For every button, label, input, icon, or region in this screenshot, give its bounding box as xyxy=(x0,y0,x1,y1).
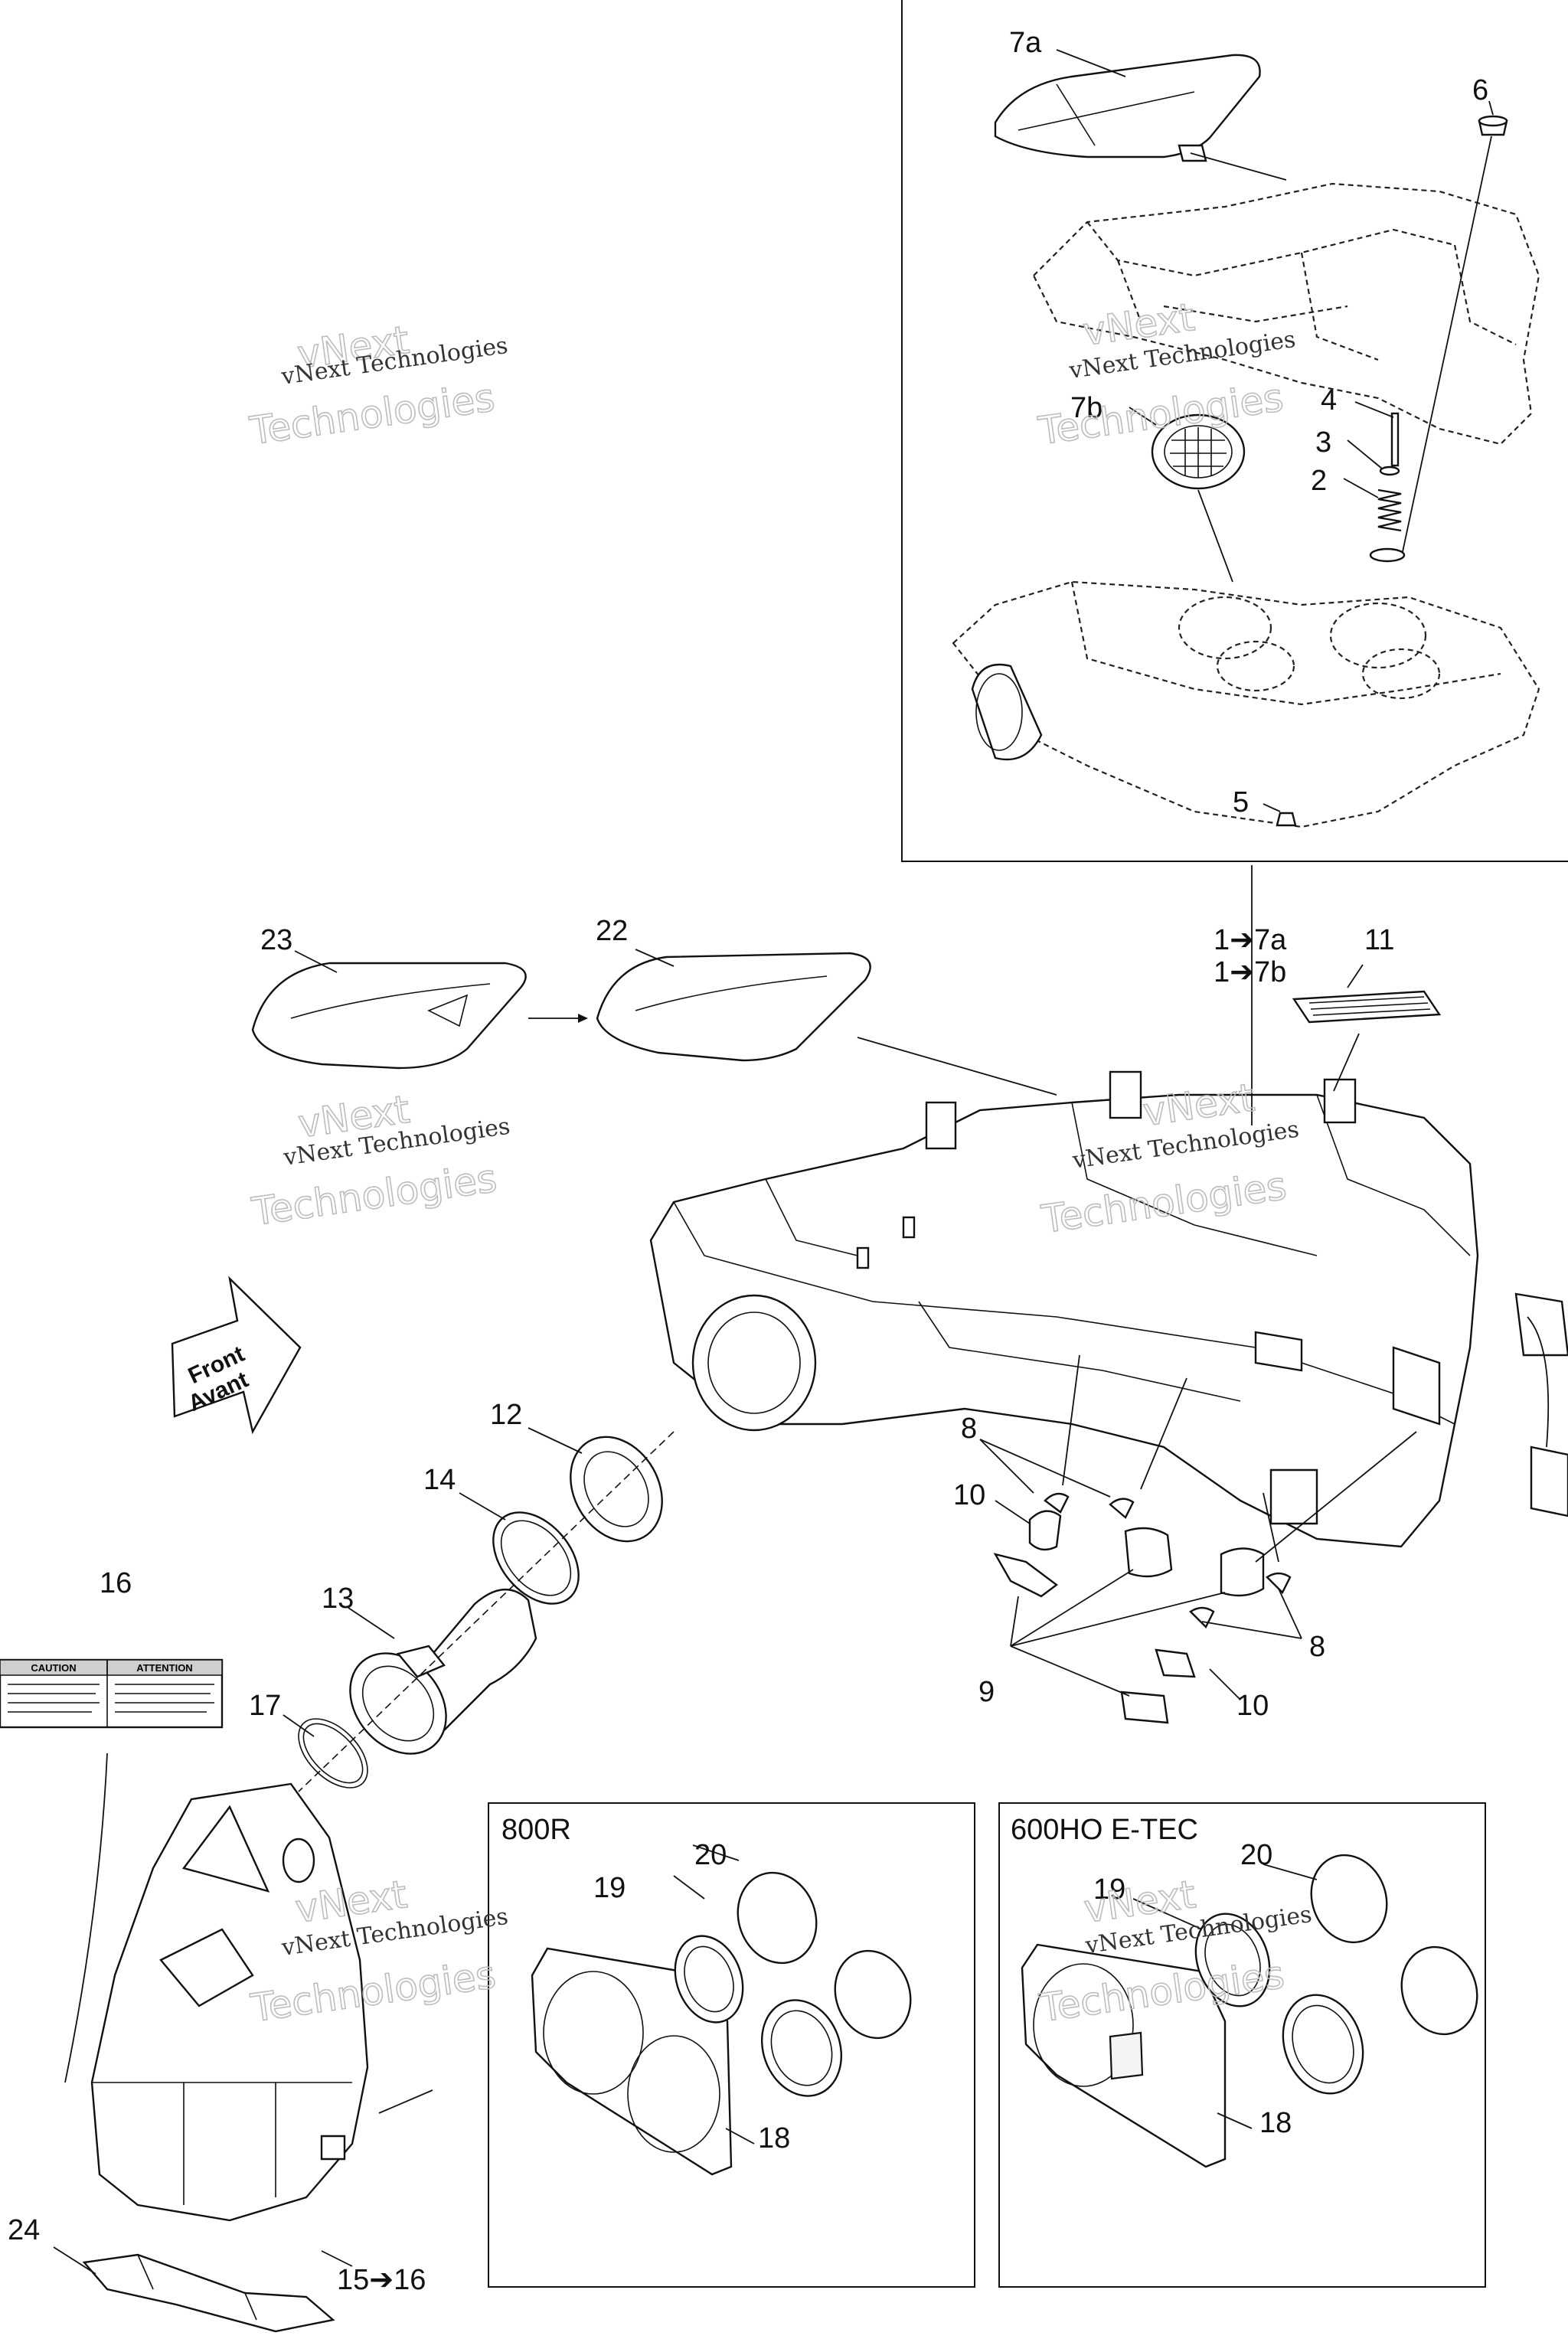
leader-lines xyxy=(53,49,1550,2275)
part-11-label xyxy=(1292,990,1442,1024)
part-14-clamp xyxy=(492,1511,580,1605)
callout-4: 4 xyxy=(1321,384,1337,416)
callout-6: 6 xyxy=(1472,74,1488,106)
hardware-stack xyxy=(1369,115,1508,563)
front-arrow-icon: Front Avant xyxy=(171,1276,302,1435)
variant-box-600ho xyxy=(998,1802,1486,2288)
part-7b-screen xyxy=(1151,413,1246,490)
detail-frame xyxy=(901,0,1568,862)
attention-header: ATTENTION xyxy=(136,1662,192,1674)
callout-19-right: 19 xyxy=(1093,1873,1125,1906)
callout-20-right: 20 xyxy=(1240,1839,1272,1871)
watermark-2: vNext vNext Technologies Technologies xyxy=(1035,294,1298,454)
variant-title-600ho: 600HO E-TEC xyxy=(1011,1814,1198,1846)
callout-18-left: 18 xyxy=(758,2122,790,2154)
watermark-6: vNext vNext Technologies Technologies xyxy=(1036,1871,1314,2031)
clips-8-9-10 xyxy=(993,1492,1292,1724)
callout-labels: 7a 6 4 3 2 7b 5 1➔7a 1➔7b 11 22 23 12 14… xyxy=(8,27,1488,2296)
part-1-main-airbox xyxy=(649,1070,1568,1548)
part-5-nut xyxy=(1276,812,1297,827)
callout-11: 11 xyxy=(1364,924,1394,956)
callout-5: 5 xyxy=(1233,786,1249,818)
callout-17: 17 xyxy=(249,1690,281,1722)
part-22-filter-cover xyxy=(596,952,871,1062)
callout-18-right: 18 xyxy=(1259,2107,1292,2139)
callout-13: 13 xyxy=(322,1583,354,1615)
callout-7b: 7b xyxy=(1070,392,1102,424)
callout-7a: 7a xyxy=(1009,27,1042,59)
callout-14: 14 xyxy=(423,1464,456,1496)
assembly-axis-line xyxy=(298,1431,675,1792)
callout-15-16: 15➔16 xyxy=(337,2264,426,2296)
part-lower-housing-dashed xyxy=(952,580,1540,828)
callout-19-left: 19 xyxy=(593,1872,626,1904)
watermark-1: vNext vNext Technologies Technologies xyxy=(247,317,510,454)
variant-box-800r xyxy=(488,1802,975,2288)
callout-2: 2 xyxy=(1311,465,1327,497)
callout-12: 12 xyxy=(490,1399,522,1431)
part-upper-housing-dashed xyxy=(1032,182,1540,446)
variant-title-800r: 800R xyxy=(501,1814,571,1846)
part-23-top-cover xyxy=(251,962,527,1070)
callout-3: 3 xyxy=(1315,426,1331,459)
caution-label-text: CAUTION ATTENTION xyxy=(31,1662,192,1674)
callout-9: 9 xyxy=(978,1676,995,1708)
part-13-intake-tube xyxy=(349,1589,537,1755)
caution-header: CAUTION xyxy=(31,1662,76,1674)
callout-22: 22 xyxy=(596,915,628,947)
callout-1-7b: 1➔7b xyxy=(1214,956,1286,988)
callout-10-top: 10 xyxy=(953,1479,985,1511)
part-15-silencer xyxy=(90,1782,369,2222)
watermark-3: vNext vNext Technologies Technologies xyxy=(248,1086,511,1235)
callout-8-bottom: 8 xyxy=(1309,1631,1325,1663)
part-17-o-ring xyxy=(298,1718,368,1788)
part-24-pad xyxy=(82,2253,335,2333)
part-7a-cover xyxy=(994,54,1261,162)
part-12-grommet xyxy=(570,1436,663,1543)
callout-24: 24 xyxy=(8,2214,40,2246)
callout-16: 16 xyxy=(100,1567,132,1599)
callout-23: 23 xyxy=(260,924,292,956)
callout-1-7a: 1➔7a xyxy=(1214,924,1287,956)
callout-10-bottom: 10 xyxy=(1236,1690,1269,1722)
callout-20-left: 20 xyxy=(694,1839,727,1871)
caution-label-icon xyxy=(0,1658,224,1729)
callout-8-top: 8 xyxy=(961,1413,977,1445)
